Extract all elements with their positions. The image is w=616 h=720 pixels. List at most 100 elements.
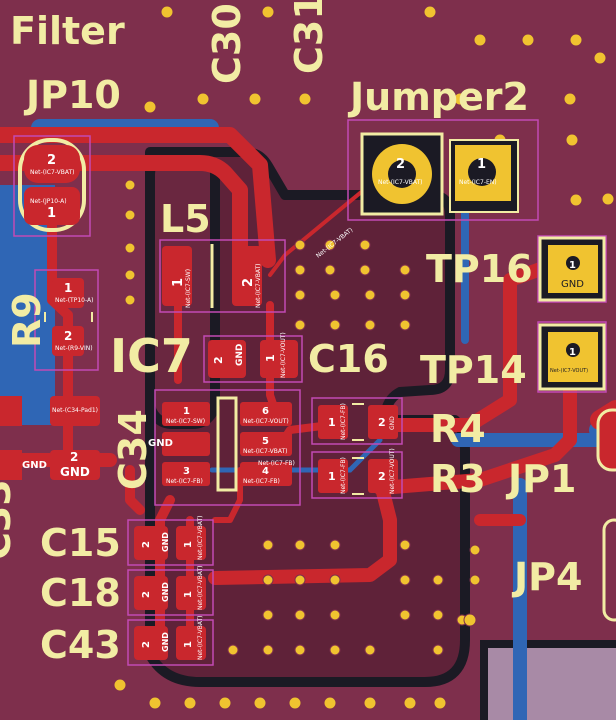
- label-c33: C33: [0, 479, 19, 560]
- tp16-pad-num: 1: [569, 260, 576, 271]
- ic7-pad6-net: Net-(IC7-VOUT): [243, 418, 289, 425]
- c15-footprint[interactable]: 2 GND 1 Net-(IC7-VBAT): [134, 516, 206, 561]
- silkscreen-labels: Filter JP10 C30 C31 Jumper2 L5 R9 IC7 C1…: [0, 0, 582, 667]
- jumper2-pad2-num: 2: [396, 157, 405, 172]
- c18-pad1-num: 1: [183, 591, 194, 598]
- c34-footprint[interactable]: Net-(C34-Pad1) 2 GND GND: [0, 396, 100, 480]
- ic7-pad3-num: 3: [183, 466, 190, 477]
- label-c16: C16: [308, 337, 389, 381]
- r3-pad2-net: Net-(IC7-VOUT): [389, 448, 396, 494]
- ic7-pad2-net: GND: [148, 438, 173, 449]
- label-c34: C34: [111, 409, 155, 490]
- label-jumper2: Jumper2: [347, 75, 529, 119]
- jumper2-pad1-num: 1: [477, 157, 486, 172]
- gnd-left-net: GND: [60, 465, 90, 479]
- jp10-pad1-net: Net-(JP10-A): [30, 198, 67, 205]
- label-l5: L5: [160, 197, 211, 241]
- component-courtyards: [13, 119, 607, 666]
- jp10-pad2-num: 2: [47, 153, 56, 168]
- jp10-pad2-net: Net-(IC7-VBAT): [30, 169, 75, 176]
- label-c15: C15: [40, 521, 121, 565]
- tp16-footprint[interactable]: 1 GND: [538, 236, 606, 302]
- r9-pad2-net: Net-(R9-VIN): [55, 345, 93, 352]
- label-c31: C31: [287, 0, 331, 74]
- jumper2-pad1-net: Net-(IC7-EN): [459, 179, 497, 186]
- l5-pad1-net: Net-(IC7-SW): [185, 269, 192, 308]
- c16-pad2-net: GND: [235, 344, 245, 366]
- c43-pad2-num: 2: [141, 641, 152, 648]
- c34-pad2-net: GND: [22, 460, 47, 471]
- jp10-pad1-num: 1: [47, 206, 56, 221]
- c18-footprint[interactable]: 2 GND 1 Net-(IC7-VBAT): [134, 566, 206, 611]
- jumper2-pad2-net: Net-(IC7-VBAT): [378, 179, 423, 186]
- label-tp16: TP16: [426, 247, 533, 291]
- label-r9: R9: [5, 292, 49, 348]
- r4-footprint[interactable]: 1 Net-(IC7-FB) 2 GND: [318, 403, 398, 441]
- label-c30: C30: [205, 3, 249, 84]
- tp14-pad-net: Net-(IC7-VOUT): [550, 368, 588, 374]
- r9-footprint[interactable]: 1 Net-(TP10-A) 2 Net-(R9-VIN): [44, 278, 93, 356]
- c43-pad2-net: GND: [161, 632, 170, 652]
- c15-pad2-num: 2: [141, 541, 152, 548]
- ic7-footprint[interactable]: 1 Net-(IC7-SW) GND 3 Net-(IC7-FB) 6 Net-…: [148, 396, 292, 492]
- label-r4: R4: [430, 407, 486, 451]
- via-grid: [113, 5, 615, 710]
- r9-pad2-num: 2: [64, 329, 72, 343]
- c15-pad1-net: Net-(IC7-VBAT): [197, 516, 204, 561]
- r3-pad1-net: Net-(IC7-FB): [340, 457, 347, 494]
- l5-pad2-net: Net-(IC7-VBAT): [255, 264, 262, 309]
- c18-pad1-net: Net-(IC7-VBAT): [197, 566, 204, 611]
- r3-pad2-num: 2: [378, 470, 386, 483]
- label-jp4: JP4: [511, 555, 582, 599]
- r4-pad2-num: 2: [378, 416, 386, 429]
- keepout-zone: [488, 648, 616, 720]
- label-filter: Filter: [10, 9, 125, 53]
- ic7-pad1-net: Net-(IC7-SW): [166, 418, 205, 425]
- label-jp10: JP10: [23, 73, 121, 117]
- r9-pad1-num: 1: [64, 281, 72, 295]
- c18-pad2-net: GND: [161, 582, 170, 602]
- c18-pad2-num: 2: [141, 591, 152, 598]
- label-tp14: TP14: [420, 348, 527, 392]
- jp10-footprint[interactable]: 2 Net-(IC7-VBAT) Net-(JP10-A) 1: [18, 138, 86, 232]
- tp14-pad-num: 1: [569, 347, 576, 358]
- r4-pad2-net: GND: [389, 416, 396, 430]
- label-r3: R3: [430, 457, 486, 501]
- c16-footprint[interactable]: 2 GND 1 Net-(IC7-VOUT): [208, 332, 298, 378]
- c43-footprint[interactable]: 2 GND 1 Net-(IC7-VBAT): [134, 616, 206, 661]
- ic7-pad5-num: 5: [262, 436, 269, 447]
- c16-pad2-num: 2: [212, 356, 225, 364]
- c15-pad2-net: GND: [161, 532, 170, 552]
- c43-pad1-net: Net-(IC7-VBAT): [197, 616, 204, 661]
- l5-pad1-num: 1: [171, 278, 186, 287]
- c34-pad1-net: Net-(C34-Pad1): [52, 407, 98, 414]
- label-c43: C43: [40, 623, 121, 667]
- l5-footprint[interactable]: 1 Net-(IC7-SW) 2 Net-(IC7-VBAT): [162, 244, 262, 308]
- tp16-pad-net: GND: [561, 279, 584, 290]
- ic7-pad4-net: Net-(IC7-FB): [243, 478, 280, 485]
- c16-pad1-net: Net-(IC7-VOUT): [280, 332, 287, 378]
- ic7-pad4-num: 4: [262, 466, 269, 477]
- c16-pad1-num: 1: [264, 354, 277, 362]
- ic7-pad1-num: 1: [183, 406, 190, 417]
- c43-pad1-num: 1: [183, 641, 194, 648]
- r4-pad1-net: Net-(IC7-FB): [340, 403, 347, 440]
- r4-pad1-num: 1: [328, 416, 336, 429]
- label-ic7: IC7: [110, 329, 193, 383]
- tp14-footprint[interactable]: 1 Net-(IC7-VOUT): [538, 323, 606, 391]
- r3-footprint[interactable]: 1 Net-(IC7-FB) 2 Net-(IC7-VOUT): [318, 448, 398, 495]
- r9-pad1-net: Net-(TP10-A): [55, 297, 93, 304]
- r3-pad1-num: 1: [328, 470, 336, 483]
- label-c18: C18: [40, 571, 121, 615]
- gnd-left-num: 2: [70, 450, 78, 464]
- c15-pad1-num: 1: [183, 541, 194, 548]
- ic7-pad3-net: Net-(IC7-FB): [166, 478, 203, 485]
- label-jp1: JP1: [505, 457, 576, 501]
- jumper2-footprint[interactable]: 2 Net-(IC7-VBAT) 1 Net-(IC7-EN): [360, 132, 519, 216]
- ic7-pad5-net: Net-(IC7-VBAT): [243, 448, 288, 455]
- l5-pad2-num: 2: [241, 278, 256, 287]
- trace-net-label-fb: Net-(IC7-FB): [258, 460, 295, 467]
- jp1-footprint[interactable]: [596, 408, 616, 472]
- jp4-footprint[interactable]: [602, 518, 616, 622]
